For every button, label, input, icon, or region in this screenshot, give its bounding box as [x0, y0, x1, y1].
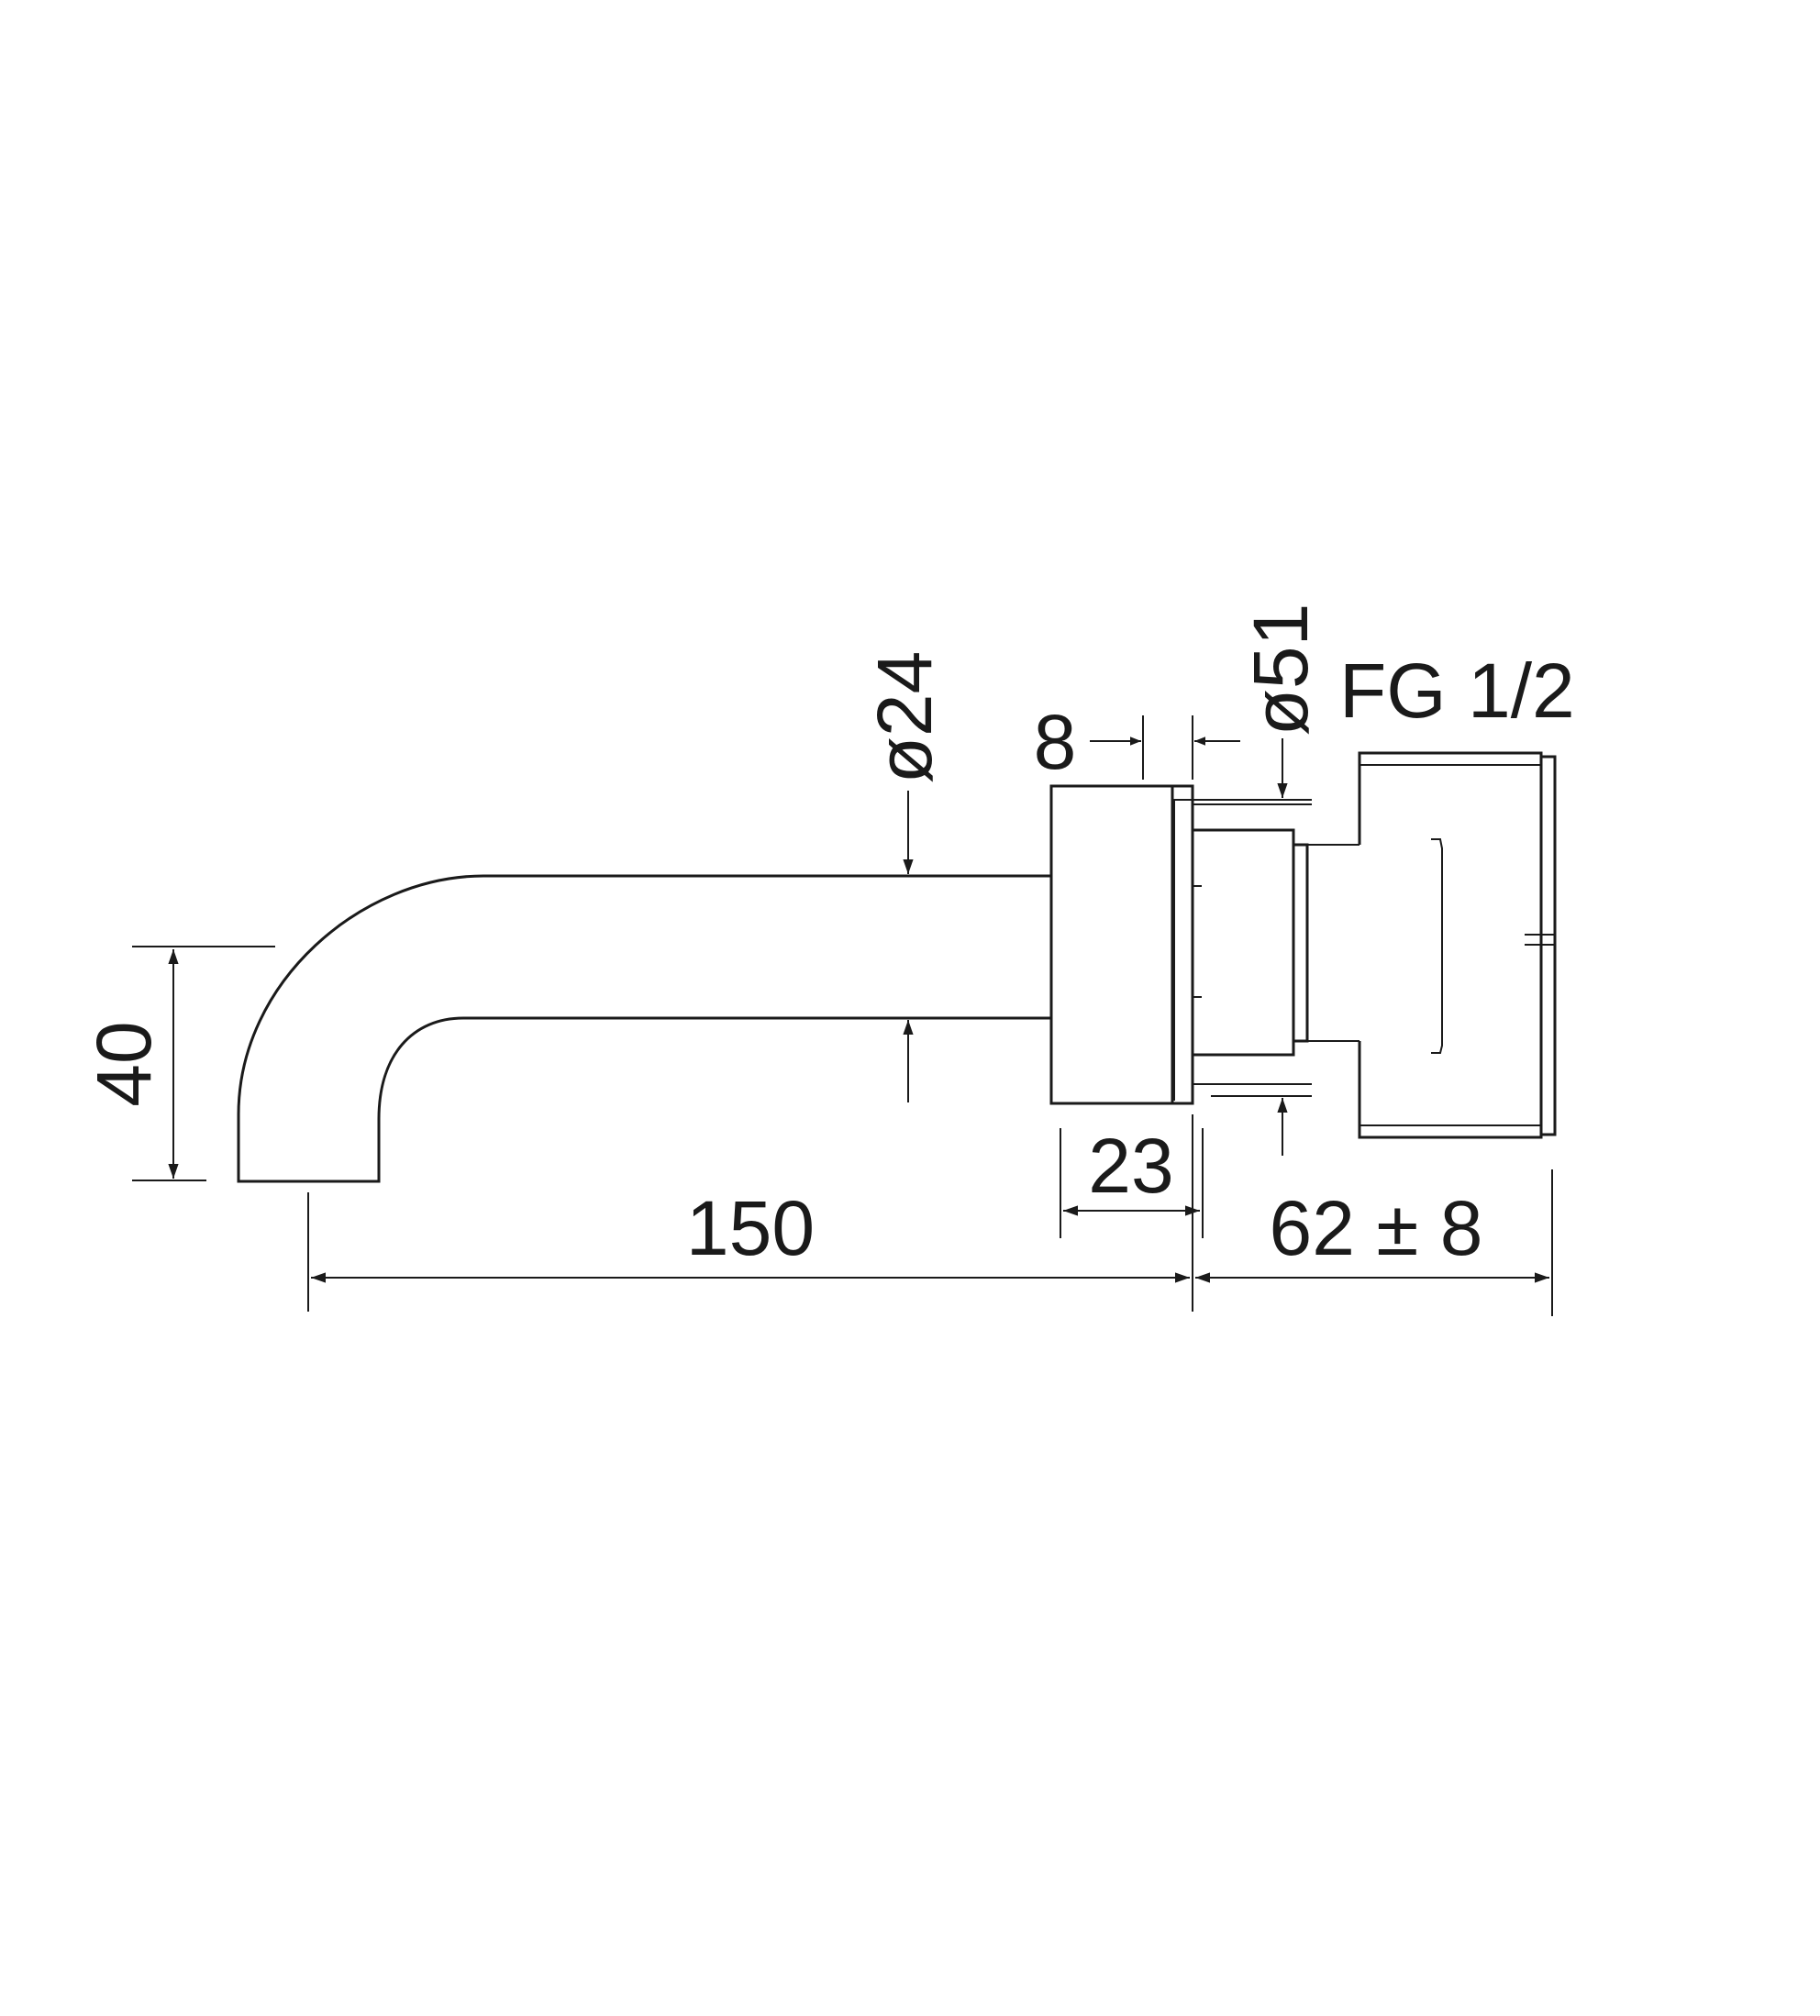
label-spout-drop: 40 [81, 1021, 167, 1106]
label-spout-length: 150 [686, 1185, 815, 1271]
rosette [1049, 784, 1194, 1105]
dimension-spout-drop: 40 [81, 946, 275, 1181]
spout [237, 874, 1051, 1183]
cartridge [1358, 751, 1557, 1139]
label-thread: FG 1/2 [1339, 648, 1575, 734]
dimension-rosette-depth: 23 [1060, 1123, 1204, 1238]
label-rosette-thickness: 8 [1034, 699, 1077, 785]
label-body-depth: 62 ± 8 [1270, 1185, 1483, 1271]
label-spout-diameter: ø24 [861, 651, 948, 784]
label-rosette-diameter: ø51 [1237, 604, 1324, 737]
dimension-rosette-thickness: 8 [1034, 699, 1240, 785]
wall-body [1191, 803, 1359, 1085]
dimension-body-depth: 62 ± 8 [1195, 1169, 1553, 1316]
dimension-rosette-diameter: ø51 [1193, 604, 1324, 1156]
dimension-spout-diameter: ø24 [861, 651, 948, 1102]
label-rosette-depth: 23 [1088, 1123, 1173, 1209]
